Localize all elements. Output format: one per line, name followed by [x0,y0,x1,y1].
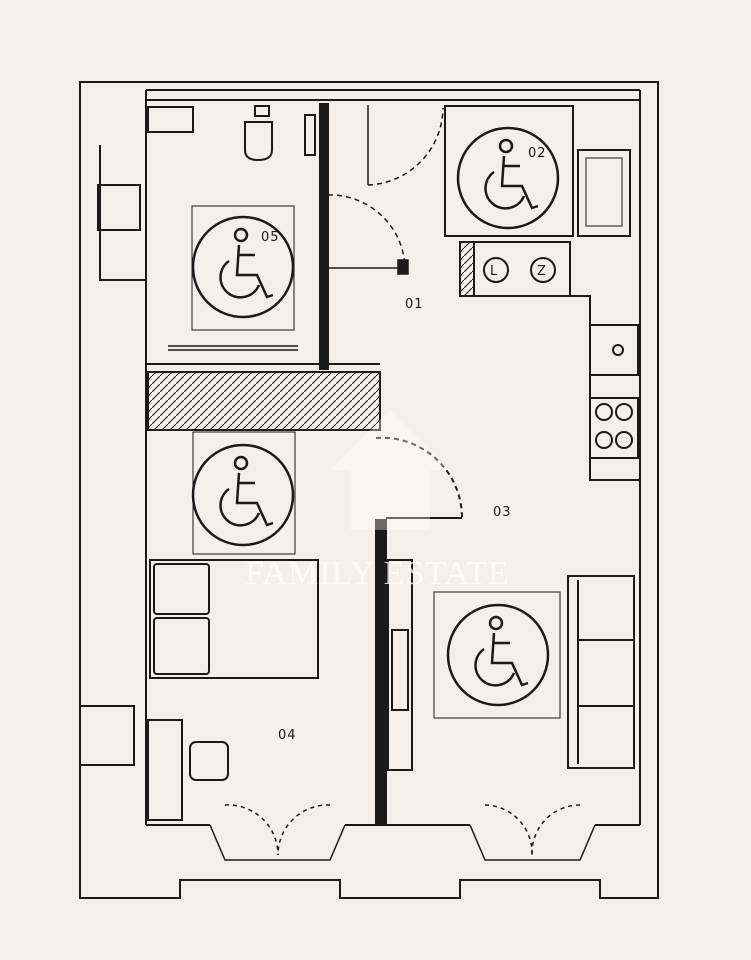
room-label-04: 04 [278,728,297,743]
partition-wall [375,436,464,826]
door-icon [327,105,444,275]
room-label-01: 01 [405,297,424,312]
bedroom-04 [147,559,319,821]
sink-icon [97,184,141,231]
kitchen-sink-icon [589,324,639,376]
room-label-02: 02 [528,146,547,161]
room-label-03: 03 [493,505,512,520]
shower-rail [168,345,298,351]
room-label-05: 05 [261,230,280,245]
living-03 [567,575,635,769]
outer-walls [79,81,659,899]
wheelchair-accessibility-icon [446,603,550,707]
wardrobe [147,371,381,431]
wheelchair-accessibility-icon [191,443,295,547]
washer-icon [483,257,509,283]
watermark: FAMILY ESTATE [245,555,510,592]
washer-label: L [490,264,498,279]
dryer-icon [530,257,556,283]
chair-icon [189,741,229,781]
kitchen [444,105,640,481]
bathroom-05 [97,103,380,370]
bed-icon [149,559,319,679]
stove-icon [577,149,631,237]
dryer-label: Z [537,264,547,279]
house-logo-icon [330,410,450,530]
toilet-icon [244,121,273,162]
sofa-icon [567,575,635,769]
cooktop-icon [589,397,639,459]
wheelchair-accessibility-icon [456,126,560,230]
window-icon [209,804,596,861]
